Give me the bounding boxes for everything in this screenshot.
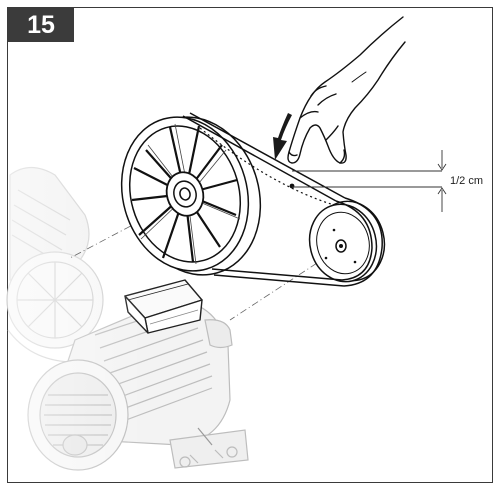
step-number-badge: 15 (8, 8, 74, 42)
deflection-point (289, 183, 295, 189)
hand-icon (287, 16, 406, 164)
arrow-down-icon (273, 113, 292, 160)
compressor-flywheel (120, 116, 262, 276)
v-belt (182, 112, 383, 287)
deflection-label: 1/2 cm (450, 175, 483, 187)
deflection-measure (292, 150, 447, 212)
motor-pulley (308, 200, 386, 283)
